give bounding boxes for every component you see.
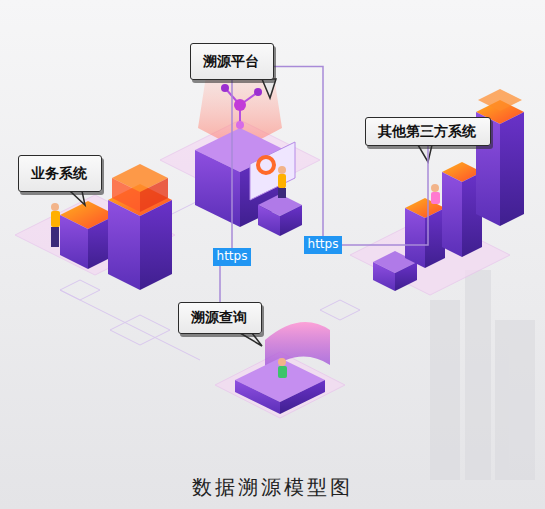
connector-line bbox=[220, 80, 232, 302]
callout-text: 其他第三方系统 bbox=[378, 124, 478, 138]
caption: 数据溯源模型图 bbox=[0, 474, 545, 501]
callout-text: 业务系统 bbox=[31, 166, 89, 180]
callout-box: 其他第三方系统 bbox=[365, 117, 491, 146]
callout-box: 溯源平台 bbox=[190, 43, 274, 80]
edge-label: https bbox=[304, 236, 343, 253]
callout-text: 溯源查询 bbox=[191, 310, 249, 324]
edge-label: https bbox=[213, 248, 252, 265]
connector-line bbox=[274, 67, 428, 246]
callout-box: 溯源查询 bbox=[178, 302, 262, 334]
callout-text: 溯源平台 bbox=[203, 54, 261, 68]
callout-box: 业务系统 bbox=[18, 155, 102, 192]
